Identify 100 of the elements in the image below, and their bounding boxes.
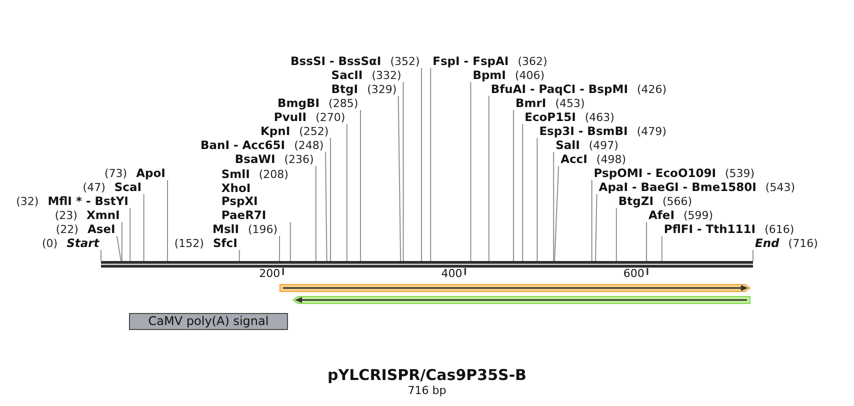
enzyme-name: ApaI - BaeGI - Bme1580I xyxy=(598,181,756,194)
leader-line xyxy=(130,208,131,262)
site-position: (252) xyxy=(299,125,329,138)
leader-line xyxy=(279,236,280,262)
site-position: (497) xyxy=(588,139,618,152)
enzyme-name: BmrI xyxy=(516,97,546,110)
enzyme-name: MslI xyxy=(212,223,240,236)
sequence-end-label: End xyxy=(755,237,780,250)
leader-line xyxy=(430,68,432,262)
leader-line xyxy=(100,250,102,262)
leader-line xyxy=(488,96,490,262)
site-position: (0) xyxy=(42,237,58,250)
site-position: (426) xyxy=(636,83,667,96)
site-position: (566) xyxy=(662,195,692,208)
enzyme-name: EcoP15I xyxy=(524,111,576,124)
enzyme-name: BpmI xyxy=(472,69,506,82)
site-position: (152) xyxy=(174,237,204,250)
leader-line xyxy=(346,124,348,262)
site-position: (23) xyxy=(54,209,78,222)
enzyme-name: Esp3I - BsmBI xyxy=(539,125,628,138)
site-position: (362) xyxy=(518,55,548,68)
enzyme-name: BssSI - BssSαI xyxy=(290,55,382,68)
feature-box: CaMV poly(A) signal xyxy=(129,313,288,330)
scale-label: 600 xyxy=(623,267,644,280)
site-position: (352) xyxy=(390,55,420,68)
enzyme-name: BmgBI xyxy=(278,97,320,110)
enzyme-name: PaeR7I xyxy=(221,208,268,222)
scale-label: 200 xyxy=(259,267,280,280)
leader-line xyxy=(116,236,122,262)
enzyme-name: PvuII xyxy=(274,111,307,124)
leader-line xyxy=(536,138,538,262)
site-position: (498) xyxy=(596,153,626,166)
enzyme-name: SalI xyxy=(556,139,580,152)
enzyme-name: BtgI xyxy=(331,83,358,96)
scale-label: 400 xyxy=(441,267,462,280)
enzyme-name: AfeI xyxy=(648,209,674,222)
leader-line xyxy=(595,194,598,262)
feature-band xyxy=(280,284,751,292)
leader-line xyxy=(661,236,662,262)
site-position: (479) xyxy=(636,125,666,138)
site-position: (236) xyxy=(284,153,314,166)
leader-line xyxy=(553,152,554,262)
site-position: (599) xyxy=(683,209,714,222)
site-position: (329) xyxy=(367,83,397,96)
leader-line xyxy=(402,82,404,262)
enzyme-name: XmnI xyxy=(86,209,120,222)
enzyme-name: PflFI - Tth111I xyxy=(664,223,756,236)
leader-line xyxy=(143,194,144,262)
feature-band xyxy=(292,296,750,304)
sequence-end-label: Start xyxy=(66,237,100,250)
enzyme-name: SfcI xyxy=(212,237,238,250)
enzyme-name: FspI - FspAI xyxy=(432,55,509,68)
leader-line xyxy=(325,152,328,262)
site-position: (73) xyxy=(104,167,128,180)
leader-line xyxy=(398,96,402,262)
leader-line xyxy=(522,124,524,262)
enzyme-name: SmlI xyxy=(221,167,250,181)
enzyme-name: KpnI xyxy=(260,125,290,138)
site-position: (463) xyxy=(584,111,614,124)
leader-line xyxy=(290,222,291,262)
enzyme-name: ScaI xyxy=(114,181,142,194)
leader-line xyxy=(315,166,316,262)
site-position: (543) xyxy=(765,181,795,194)
site-position: (270) xyxy=(316,111,346,124)
leader-line xyxy=(360,110,361,262)
enzyme-name: BanI - Acc65I xyxy=(200,139,286,152)
leader-line xyxy=(121,222,122,262)
enzyme-name: AseI xyxy=(87,223,116,236)
enzyme-name: PspXI xyxy=(221,195,259,208)
enzyme-name: AccI xyxy=(560,153,588,166)
dna-sequence-line xyxy=(101,261,753,268)
site-position: (32) xyxy=(16,195,39,208)
site-position: (47) xyxy=(82,181,106,194)
enzyme-name: XhoI xyxy=(221,182,252,195)
leader-line xyxy=(646,222,647,262)
leader-line xyxy=(470,82,472,262)
leader-line xyxy=(591,180,592,262)
site-position: (208) xyxy=(258,168,288,181)
leader-line xyxy=(752,250,754,262)
site-position: (22) xyxy=(56,223,78,236)
leader-line xyxy=(330,138,331,262)
site-position: (539) xyxy=(725,167,755,180)
leader-line xyxy=(513,110,514,262)
map-title: pYLCRISPR/Cas9P35S-B xyxy=(328,366,526,384)
site-position: (406) xyxy=(514,69,545,82)
enzyme-name: ApoI xyxy=(136,167,166,180)
enzyme-name: PspOMI - EcoO109I xyxy=(594,167,716,180)
site-position: (616) xyxy=(764,223,794,236)
enzyme-name: BfuAI - PaqCI - BspMI xyxy=(490,83,628,96)
site-position: (248) xyxy=(294,139,324,152)
enzyme-name: BtgZI xyxy=(618,195,654,208)
leader-line xyxy=(167,180,168,262)
enzyme-name: MflI * - BstYI xyxy=(48,195,128,208)
enzyme-name: BsaWI xyxy=(234,153,276,166)
leader-line xyxy=(421,68,422,262)
leader-line xyxy=(238,250,240,262)
site-position: (453) xyxy=(555,97,585,110)
site-position: (716) xyxy=(788,237,818,250)
site-position: (196) xyxy=(248,223,278,236)
sequence-length: 716 bp xyxy=(408,384,446,397)
